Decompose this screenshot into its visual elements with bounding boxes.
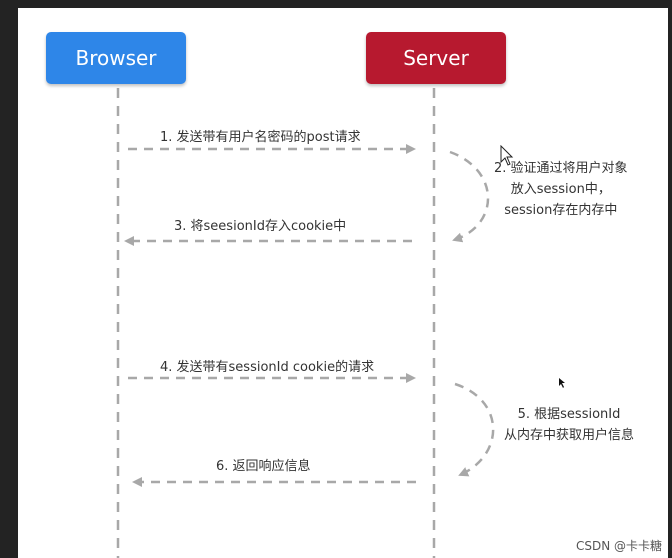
server-participant: Server [366, 32, 506, 84]
message-1-label: 1. 发送带有用户名密码的post请求 [160, 130, 361, 145]
small-cursor-icon [559, 378, 565, 388]
note-step2-line3: session存在内存中 [504, 203, 618, 218]
note-step5: 5. 根据sessionId 从内存中获取用户信息 [504, 404, 634, 446]
message-4-label: 4. 发送带有sessionId cookie的请求 [160, 360, 375, 375]
note-step2: 2. 验证通过将用户对象 放入session中， session存在内存中 [494, 158, 628, 221]
mouse-cursor-icon [500, 145, 514, 166]
note-step5-line1: 5. 根据sessionId [517, 407, 621, 422]
csdn-watermark: CSDN @卡卡糖 [575, 539, 662, 553]
note-step2-line1: 2. 验证通过将用户对象 [494, 161, 628, 176]
message-3-label: 3. 将seesionId存入cookie中 [174, 219, 347, 234]
note-step5-line2: 从内存中获取用户信息 [504, 428, 635, 443]
message-6-label: 6. 返回响应信息 [216, 459, 311, 474]
self-call-step2-arrow [449, 150, 490, 243]
self-call-step5-arrow [454, 382, 495, 477]
browser-participant: Browser [46, 32, 186, 84]
diagram-canvas [18, 8, 668, 558]
note-step2-line2: 放入session中， [510, 182, 611, 197]
